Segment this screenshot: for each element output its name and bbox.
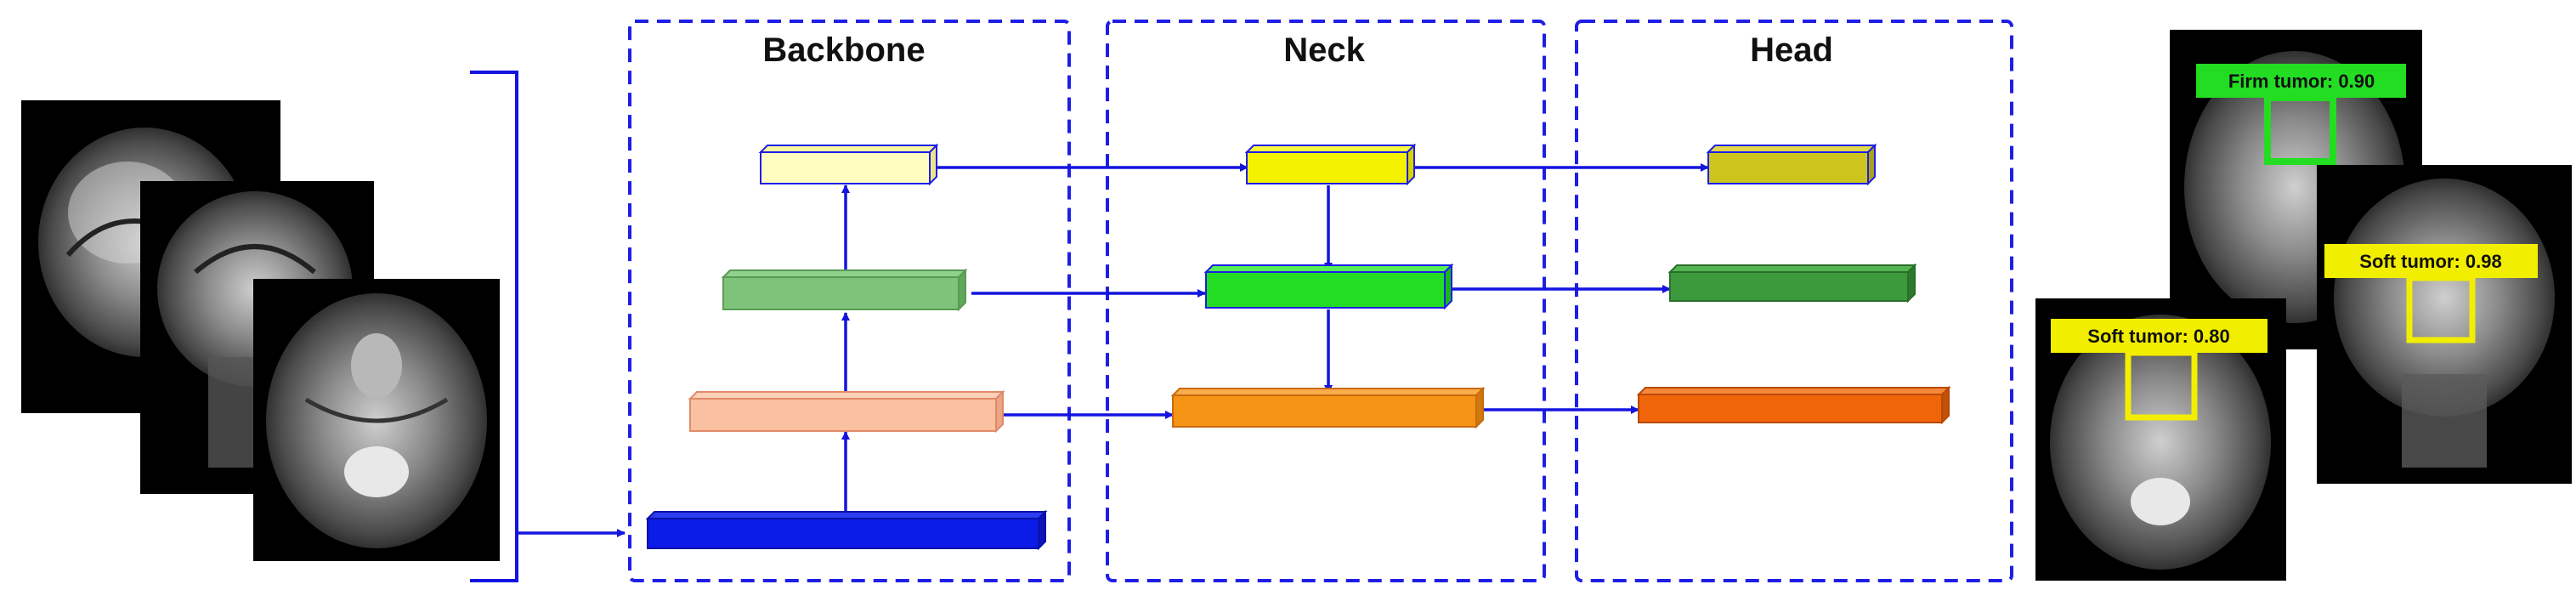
detection-image-soft-right: Soft tumor: 0.98 (2317, 165, 2572, 484)
neck-frame (1106, 20, 1546, 582)
detection-image-soft-left: Soft tumor: 0.80 (2035, 298, 2286, 581)
soft-tumor-box-left (2125, 349, 2198, 421)
soft-right-label-bg (2324, 244, 2538, 278)
flow-arrows (841, 163, 1709, 512)
neck-block-top (1244, 143, 1417, 186)
neck-block-mid (1203, 263, 1454, 310)
backbone-block-low (688, 389, 1005, 434)
firm-tumor-label: Firm tumor: 0.90 (2228, 71, 2375, 92)
neck-blocks (1170, 143, 1486, 429)
backbone-title: Backbone (762, 31, 925, 69)
head-frame (1575, 20, 2013, 582)
firm-label-bg (2196, 64, 2406, 98)
head-blocks (1636, 143, 1951, 425)
mri-slice-axial (253, 279, 500, 561)
soft-left-label-bg (2051, 319, 2267, 353)
head-title: Head (1750, 31, 1833, 69)
neck-title: Neck (1283, 31, 1365, 69)
backbone-block-base (645, 509, 1048, 551)
output-detections: Firm tumor: 0.90 Soft tumor: 0.98 Soft t… (2035, 30, 2572, 581)
backbone-blocks (645, 143, 1048, 551)
head-block-low (1636, 385, 1951, 425)
backbone-block-mid (721, 268, 968, 312)
soft-tumor-label-left: Soft tumor: 0.80 (2087, 326, 2229, 347)
soft-tumor-box-right (2406, 275, 2476, 343)
backbone-frame (628, 20, 1071, 582)
head-block-mid (1667, 263, 1917, 304)
backbone-block-top (758, 143, 939, 186)
firm-tumor-box (2264, 94, 2336, 165)
input-mri-stack (21, 100, 500, 561)
neck-block-low (1170, 386, 1486, 429)
soft-tumor-label-right: Soft tumor: 0.98 (2359, 251, 2501, 272)
input-bracket (470, 71, 626, 582)
head-block-top (1706, 143, 1877, 186)
